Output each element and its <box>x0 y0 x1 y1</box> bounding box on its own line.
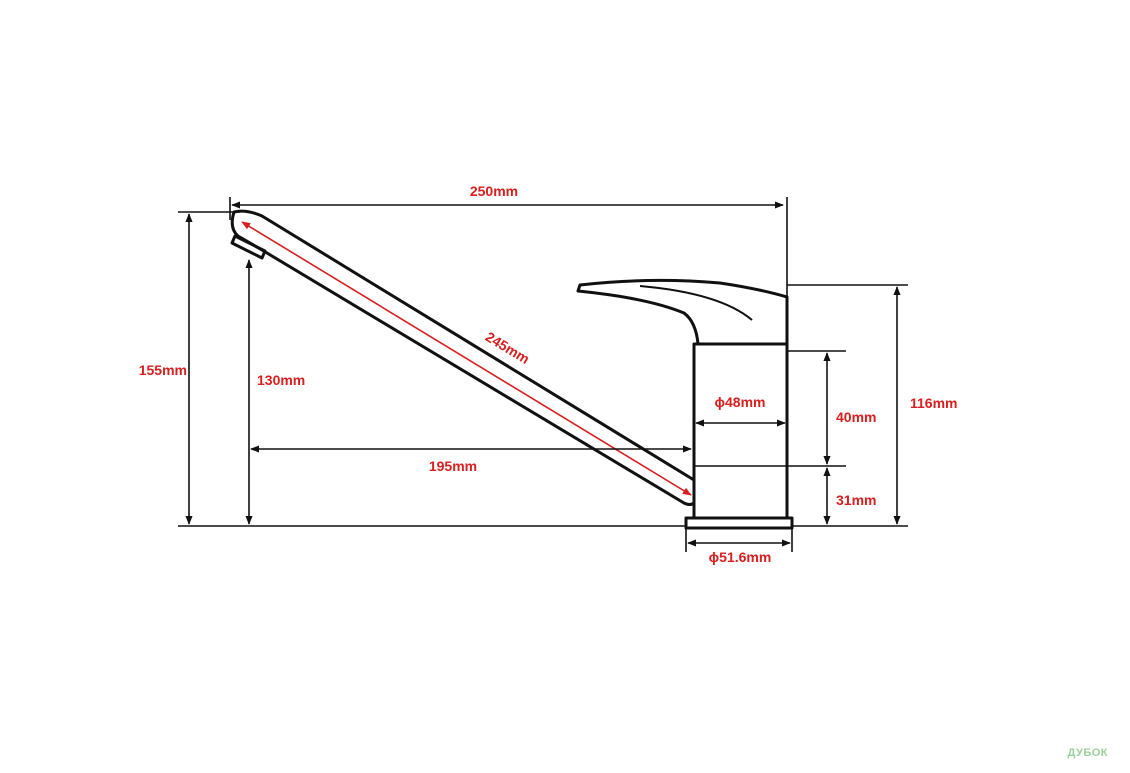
watermark-logo: ДУБОК <box>1067 747 1108 759</box>
label-spout-length: 245mm <box>483 328 533 367</box>
label-base-diameter: ϕ51.6mm <box>709 549 772 565</box>
body-outline <box>692 342 789 520</box>
spout-outline <box>230 209 696 506</box>
extension-lines <box>178 197 908 552</box>
dimension-lines <box>185 201 901 547</box>
faucet-outline <box>230 209 794 530</box>
dimension-labels: 250mm 245mm 155mm 130mm 195mm ϕ48mm ϕ51.… <box>139 183 958 565</box>
label-body-upper-height: 40mm <box>836 409 876 425</box>
label-total-height: 155mm <box>139 362 187 378</box>
label-spout-height: 130mm <box>257 372 305 388</box>
dim-spout-length-line <box>241 221 692 496</box>
aerator-outline <box>230 234 267 260</box>
label-body-diameter: ϕ48mm <box>715 394 766 410</box>
label-body-lower-height: 31mm <box>836 492 876 508</box>
label-body-total-height: 116mm <box>910 395 957 411</box>
base-outline <box>684 516 794 530</box>
label-total-width: 250mm <box>470 183 518 199</box>
label-reach: 195mm <box>429 458 477 474</box>
handle-outline <box>576 278 789 346</box>
